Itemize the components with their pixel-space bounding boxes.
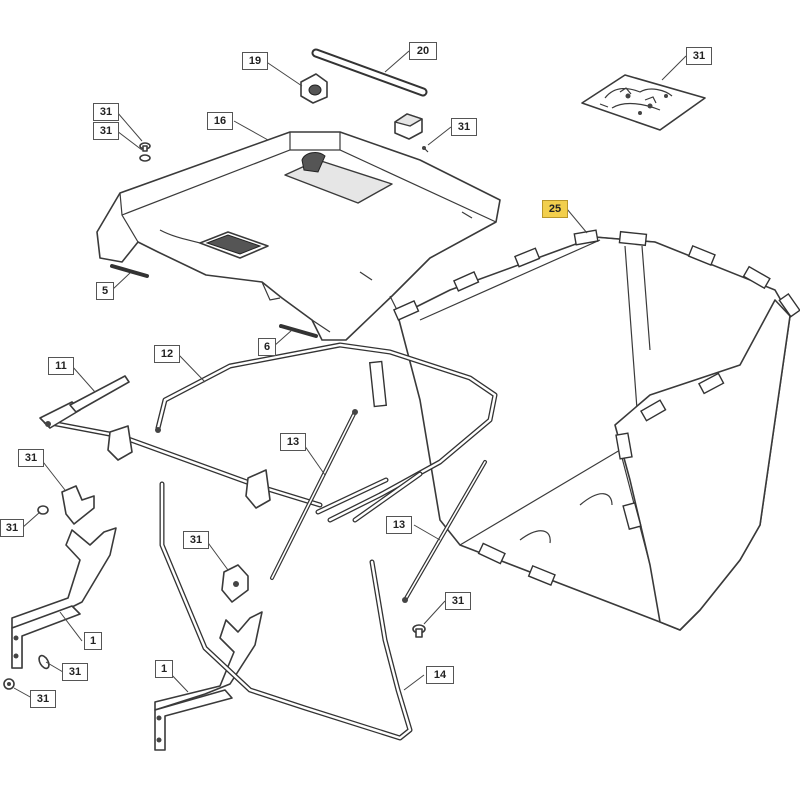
callout-25: 25 xyxy=(542,200,568,218)
part-20-rod xyxy=(311,48,428,97)
callout-20: 20 xyxy=(409,42,437,60)
callout-19: 19 xyxy=(242,52,268,70)
part-31-hardware-bag xyxy=(581,74,706,131)
callout-5: 5 xyxy=(96,282,114,300)
callout-6: 6 xyxy=(258,338,276,356)
callout-16: 16 xyxy=(207,112,233,130)
part-31-clip xyxy=(394,113,429,153)
part-13-strut-left xyxy=(270,409,358,580)
leader-lines xyxy=(13,50,687,699)
callout-31-screw-b: 31 xyxy=(93,122,119,140)
callout-31-nut: 31 xyxy=(30,690,56,708)
callout-14: 14 xyxy=(426,666,454,684)
part-31-screw-right xyxy=(412,624,426,638)
callout-31-bracket-left: 31 xyxy=(18,449,44,467)
part-31-washers-bottom xyxy=(3,654,50,690)
callout-1-left: 1 xyxy=(84,632,102,650)
part-31-bracket-mid xyxy=(221,564,249,603)
callout-31-screw-a: 31 xyxy=(93,103,119,121)
part-1-bracket-right xyxy=(154,611,263,751)
part-16-top-cover xyxy=(96,131,501,341)
callout-31-clip: 31 xyxy=(451,118,477,136)
callout-31-bracket-mid: 31 xyxy=(183,531,209,549)
callout-13-left: 13 xyxy=(280,433,306,451)
part-31-bracket-left xyxy=(37,485,95,525)
callout-13-right: 13 xyxy=(386,516,412,534)
part-13-cross-link xyxy=(315,471,423,523)
part-1-bracket-left xyxy=(11,527,117,669)
callout-1-right: 1 xyxy=(155,660,173,678)
callout-11: 11 xyxy=(48,357,74,375)
part-11-mounting-bar xyxy=(39,375,323,509)
callout-31-hardware-bag: 31 xyxy=(686,47,712,65)
callout-31-screw-right: 31 xyxy=(445,592,471,610)
callout-31-washer: 31 xyxy=(62,663,88,681)
part-31-screw-top xyxy=(139,142,151,162)
part-5-strip xyxy=(110,264,149,278)
part-25-grass-bag xyxy=(368,229,800,631)
callout-31-screw-left: 31 xyxy=(0,519,24,537)
part-19-cap xyxy=(300,73,328,104)
callout-12: 12 xyxy=(154,345,180,363)
part-13-strut-right xyxy=(402,460,487,603)
part-14-lower-frame xyxy=(159,481,413,741)
part-6-strip xyxy=(279,324,318,338)
